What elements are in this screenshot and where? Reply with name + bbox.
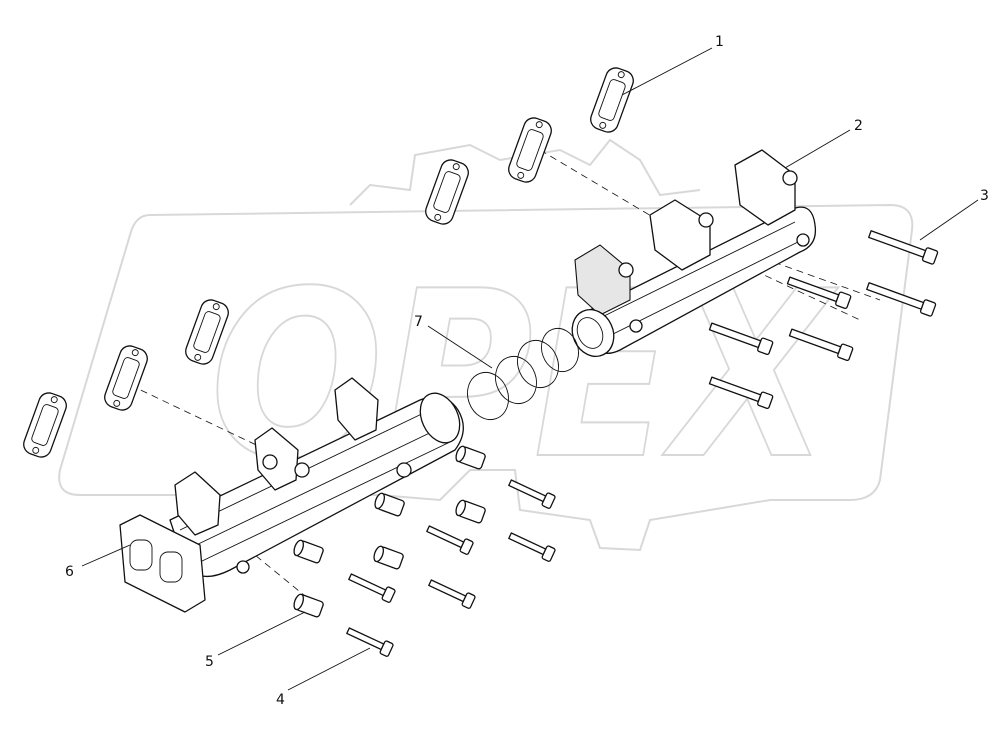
callout-3: 3 <box>980 188 989 204</box>
gasket-upper-3 <box>425 159 469 225</box>
callout-2: 2 <box>854 118 863 134</box>
flange-bolts-front <box>346 479 556 657</box>
long-bolts-rear <box>708 230 939 409</box>
gasket-upper-2 <box>508 117 552 183</box>
gasket-upper-1 <box>590 67 634 133</box>
callout-7: 7 <box>414 314 423 330</box>
callout-6: 6 <box>65 564 74 580</box>
callout-1: 1 <box>715 34 724 50</box>
gasket-lower-2 <box>104 345 148 411</box>
leader-lines <box>81 47 979 691</box>
callout-4: 4 <box>276 692 285 708</box>
spacer-sleeves <box>293 445 486 618</box>
gasket-lower-3 <box>23 392 67 458</box>
exhaust-manifold-rear <box>571 149 817 357</box>
callout-labels: 1 2 3 4 5 6 7 <box>65 34 989 708</box>
callout-5: 5 <box>205 654 214 670</box>
gasket-lower-1 <box>185 299 229 365</box>
o-rings <box>467 327 579 421</box>
exhaust-manifold-front <box>119 377 464 613</box>
